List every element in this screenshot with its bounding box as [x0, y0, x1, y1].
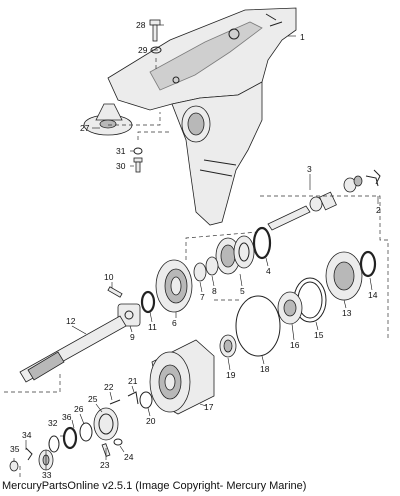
- callout-30: 30: [116, 161, 126, 171]
- spacer-8[interactable]: [205, 256, 219, 276]
- callout-8: 8: [212, 286, 217, 296]
- callout-24: 24: [124, 452, 134, 462]
- callout-6: 6: [172, 318, 177, 328]
- washer-31[interactable]: [133, 147, 143, 155]
- clip-34[interactable]: [25, 447, 33, 461]
- washer-24[interactable]: [113, 438, 123, 446]
- propeller-shaft-12[interactable]: [19, 315, 127, 383]
- callout-29: 29: [138, 45, 148, 55]
- pin-10[interactable]: [107, 286, 123, 298]
- callout-18: 18: [260, 364, 270, 374]
- shim-7[interactable]: [193, 262, 207, 282]
- callout-31: 31: [116, 146, 126, 156]
- callout-5: 5: [240, 286, 245, 296]
- callout-32: 32: [48, 418, 58, 428]
- washer-29[interactable]: [150, 46, 162, 54]
- o-ring-18[interactable]: [235, 295, 281, 357]
- image-caption: MercuryPartsOnline v2.5.1 (Image Copyrig…: [2, 480, 307, 492]
- callout-labels: 1 2 3 4 5 6 7 8 9 10 11 12 13 14 15 16 1…: [10, 20, 381, 480]
- callout-22: 22: [104, 382, 114, 392]
- bolt-28[interactable]: [149, 19, 161, 42]
- callout-10: 10: [104, 272, 114, 282]
- tab-22[interactable]: [109, 399, 121, 405]
- callout-15: 15: [314, 330, 324, 340]
- callout-11: 11: [148, 322, 157, 332]
- callout-20: 20: [146, 416, 156, 426]
- gear-6[interactable]: [155, 259, 193, 313]
- ring-4[interactable]: [252, 226, 272, 260]
- callout-1: 1: [300, 32, 305, 42]
- callout-17: 17: [204, 402, 214, 412]
- tab-washer-25[interactable]: [93, 407, 119, 441]
- callout-7: 7: [200, 292, 205, 302]
- clip-2[interactable]: [373, 169, 381, 185]
- bolt-30[interactable]: [133, 157, 143, 173]
- callout-19: 19: [226, 370, 236, 380]
- clutch-9[interactable]: [117, 303, 141, 327]
- callout-16: 16: [290, 340, 300, 350]
- callout-14: 14: [368, 290, 378, 300]
- callout-13: 13: [342, 308, 352, 318]
- bearing-carrier-13[interactable]: [325, 251, 363, 301]
- clip-21[interactable]: [127, 391, 139, 405]
- callout-4: 4: [266, 266, 271, 276]
- callout-26: 26: [74, 404, 84, 414]
- trim-tab-27[interactable]: [83, 103, 133, 136]
- washer-26[interactable]: [79, 422, 93, 442]
- gear-housing[interactable]: [107, 7, 297, 226]
- washer-32[interactable]: [48, 435, 60, 453]
- callout-36: 36: [62, 412, 72, 422]
- shift-shaft-assembly[interactable]: [267, 175, 379, 231]
- bearing-16[interactable]: [277, 291, 303, 325]
- callout-2: 2: [376, 205, 381, 215]
- callout-35: 35: [10, 444, 20, 454]
- callout-34: 34: [22, 430, 32, 440]
- seal-14[interactable]: [359, 250, 377, 278]
- washer-20[interactable]: [139, 391, 153, 409]
- callout-33: 33: [42, 470, 52, 480]
- carrier-housing-17[interactable]: [149, 339, 215, 415]
- callout-21: 21: [128, 376, 138, 386]
- callout-25: 25: [88, 394, 98, 404]
- ring-11[interactable]: [140, 290, 156, 314]
- callout-9: 9: [130, 332, 135, 342]
- callout-3: 3: [307, 164, 312, 174]
- washer-35[interactable]: [9, 460, 19, 472]
- ring-36[interactable]: [62, 426, 78, 450]
- callout-12: 12: [66, 316, 76, 326]
- bushing-19[interactable]: [219, 334, 237, 358]
- callout-23: 23: [100, 460, 110, 470]
- bearing-5[interactable]: [215, 235, 255, 275]
- callout-27: 27: [80, 123, 90, 133]
- callout-28: 28: [136, 20, 146, 30]
